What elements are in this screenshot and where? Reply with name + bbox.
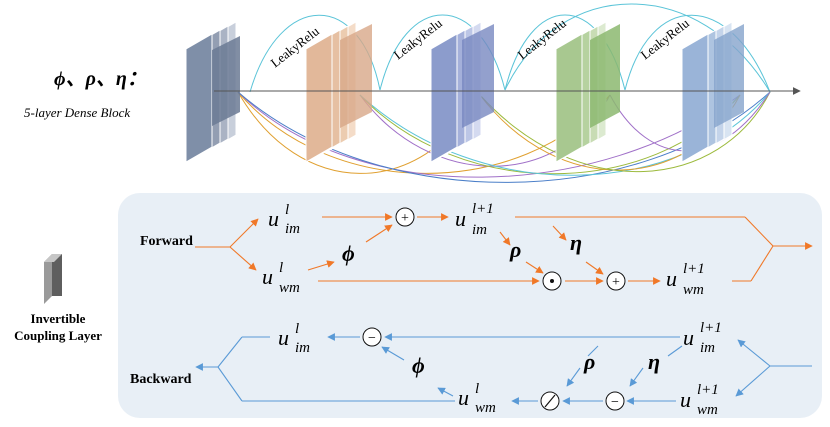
forward-rho: ρ [509,237,521,262]
backward-rho: ρ [583,349,595,374]
svg-text:u: u [458,385,469,410]
coupling-label-line1: Invertible [31,311,86,326]
svg-text:u: u [268,206,279,231]
forward-u-wm-l: u l wm [262,260,300,296]
forward-plus-op-2: + [606,271,626,291]
svg-text:u: u [262,264,273,289]
forward-eta: η [570,230,582,255]
layer-block-2 [305,21,372,163]
forward-phi: ϕ [342,241,355,266]
backward-u-wm-l: u l wm [458,381,496,416]
svg-text:+: + [401,211,409,226]
svg-text:wm: wm [697,402,718,418]
svg-text:im: im [295,340,310,356]
svg-text:im: im [285,221,300,237]
svg-text:−: − [611,395,619,410]
coupling-layer-icon [44,254,62,304]
svg-text:l: l [285,202,289,218]
forward-label: Forward [140,234,193,249]
layer-block-3 [430,21,494,163]
backward-divide-op [540,391,560,411]
dense-arcs-lower [237,91,771,183]
forward-u-im-l: u l im [268,202,300,237]
backward-minus-op-2: − [605,391,625,411]
backward-u-im-l: u l im [278,321,310,356]
svg-text:u: u [278,325,289,350]
forward-plus-op-1: + [395,207,415,227]
forward-u-wm-l1: u l+1 wm [666,261,705,298]
svg-text:wm: wm [475,400,496,416]
svg-text:+: + [612,275,620,290]
svg-text:l: l [295,321,299,337]
backward-u-im-l1: u l+1 im [683,320,722,356]
backward-u-wm-l1: u l+1 wm [680,382,719,418]
svg-text:l+1: l+1 [700,320,722,336]
svg-text:l+1: l+1 [697,382,719,398]
backward-pass [195,333,812,405]
svg-text:im: im [700,340,715,356]
backward-label: Backward [130,372,192,387]
layer-block-1 [185,21,240,163]
backward-eta: η [648,349,660,374]
backward-phi: ϕ [412,353,425,378]
svg-text:u: u [666,266,677,291]
forward-dot-op [542,271,562,291]
layer-block-5 [681,21,744,163]
svg-text:l: l [279,260,283,276]
coupling-label-line2: Coupling Layer [14,328,102,343]
svg-text:l+1: l+1 [683,261,705,277]
functions-label: ϕ、ρ、η： [54,68,147,90]
svg-text:wm: wm [279,280,300,296]
forward-pass [195,213,813,285]
coupling-panel [118,193,822,418]
svg-text:l: l [475,381,479,397]
svg-text:−: − [368,331,376,346]
dense-block-caption: 5-layer Dense Block [24,105,130,120]
svg-text:u: u [455,206,466,231]
svg-text:l+1: l+1 [472,201,494,217]
layer-block-4 [555,21,620,163]
svg-text:u: u [680,387,691,412]
backward-minus-op-1: − [362,327,382,347]
svg-text:im: im [472,222,487,238]
svg-text:u: u [683,325,694,350]
forward-u-im-l1: u l+1 im [455,201,494,238]
svg-text:wm: wm [683,282,704,298]
dense-block: LeakyRelu LeakyRelu LeakyRelu LeakyRelu … [24,3,801,183]
